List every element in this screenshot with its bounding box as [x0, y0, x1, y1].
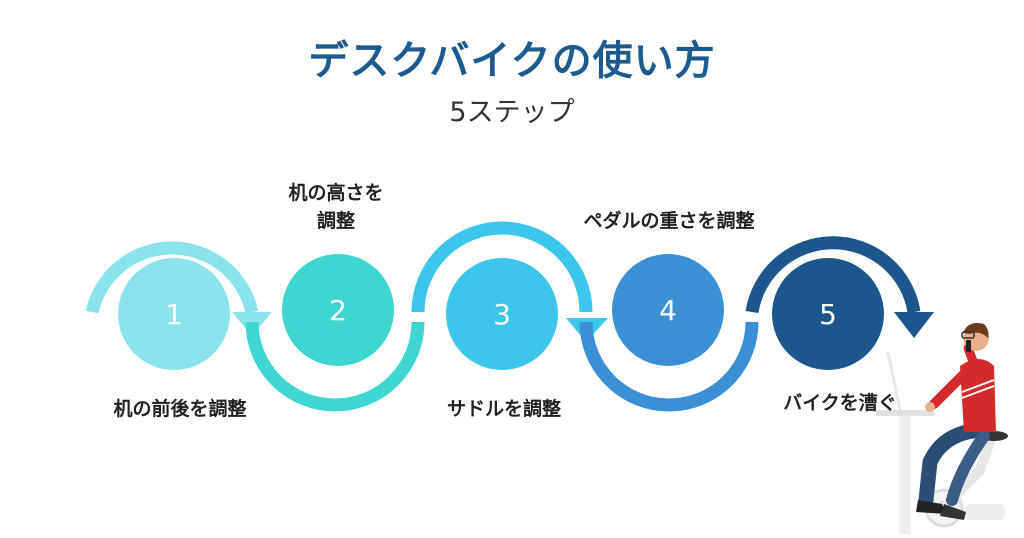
step-2-number: 2 [329, 294, 347, 327]
page-title: デスクバイクの使い方 [308, 38, 716, 84]
step-3-arc [411, 221, 593, 313]
step-2-label-line1: 机の高さを [288, 182, 384, 204]
step-4-number: 4 [659, 294, 677, 327]
step-5-arc [745, 236, 921, 314]
step-5-label: バイクを漕ぐ [783, 392, 897, 414]
step-3-circle [446, 258, 558, 370]
step-5-number: 5 [819, 298, 837, 331]
step-1-arc [85, 241, 259, 314]
step-5-circle [772, 258, 884, 370]
step-5-arrowhead [894, 312, 934, 338]
step-4-circle [612, 254, 724, 366]
page-subtitle: 5ステップ [449, 97, 575, 128]
step-2-arc [245, 321, 425, 412]
person-on-desk-bike-icon [876, 323, 1008, 534]
step-1-number: 1 [165, 298, 183, 331]
step-1-circle [118, 258, 230, 370]
step-2-label-line2: 調整 [316, 209, 355, 232]
step-4-label: ペダルの重さを調整 [583, 210, 755, 232]
step-3-number: 3 [493, 298, 511, 331]
step-2-circle [282, 254, 394, 366]
step-3-label: サドルを調整 [446, 398, 561, 420]
step-4-arc [579, 321, 759, 412]
step-1-label: 机の前後を調整 [113, 398, 247, 420]
step-2-label: 机の高さを 調整 [266, 180, 406, 235]
